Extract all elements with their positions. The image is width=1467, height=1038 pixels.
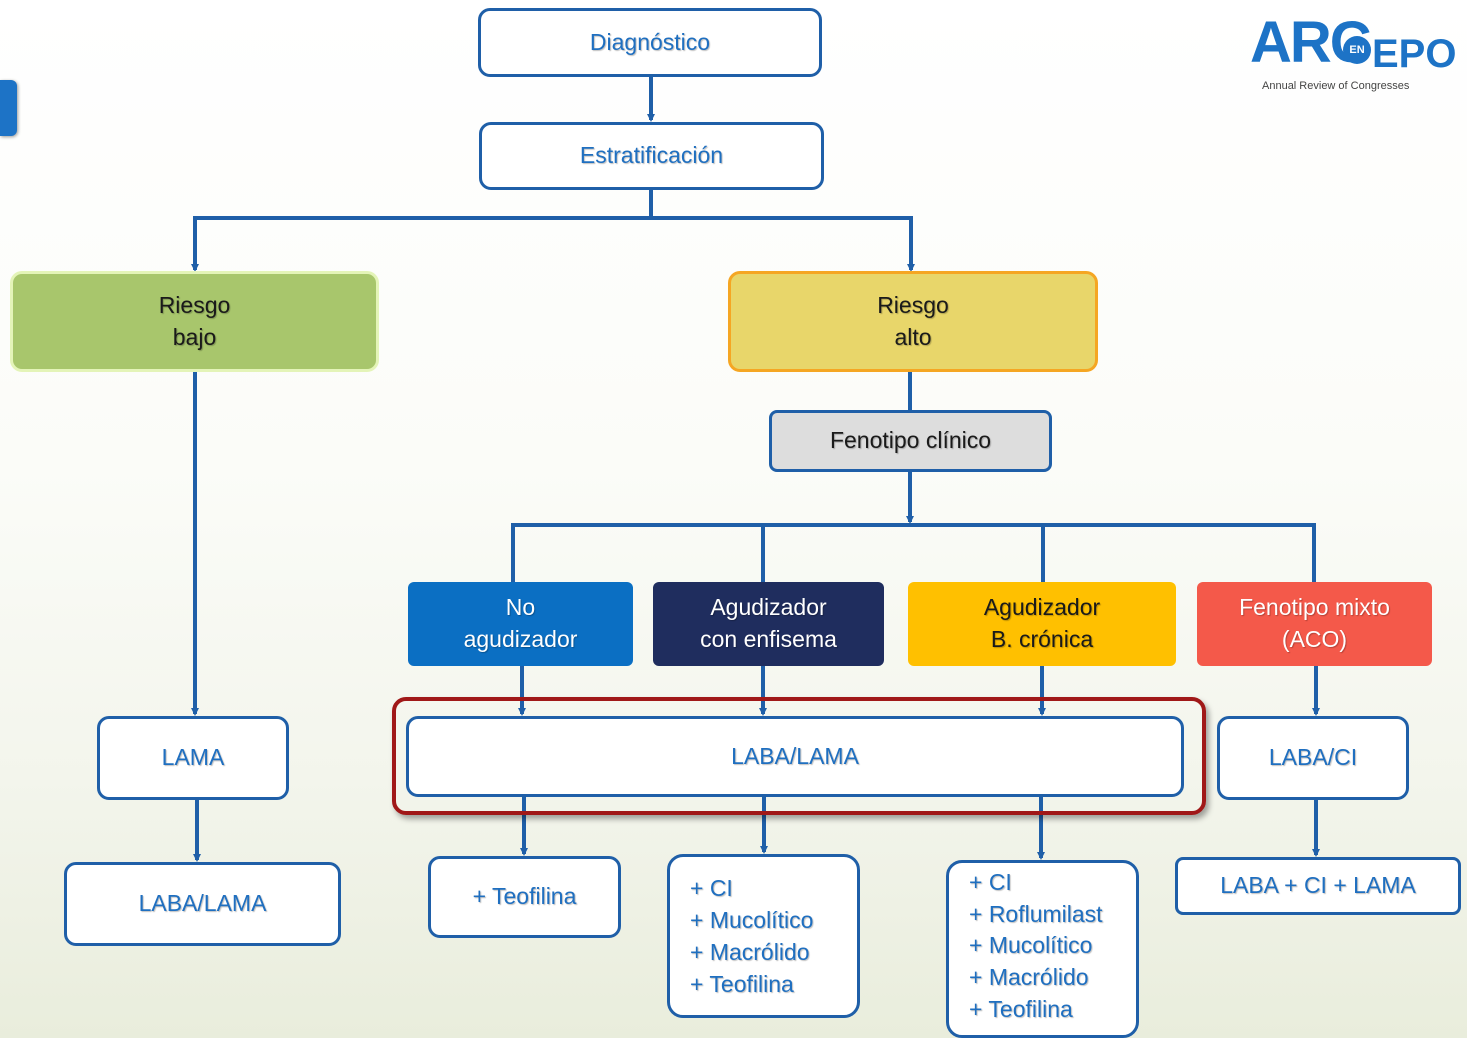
logo-epo-text: EPO xyxy=(1372,32,1457,76)
node-laba-ci-lama: LABA + CI + LAMA xyxy=(1175,857,1461,915)
node-bronquitis-addons: + CI + Roflumilast + Mucolítico + Macról… xyxy=(946,860,1139,1038)
node-estratificacion: Estratificación xyxy=(479,122,824,190)
node-no-agudizador: No agudizador xyxy=(408,582,633,666)
node-laba-ci: LABA/CI xyxy=(1217,716,1409,800)
node-agudizador-bronquitis: Agudizador B. crónica xyxy=(908,582,1176,666)
logo-en-badge: EN xyxy=(1343,36,1371,64)
node-fenotipo-mixto: Fenotipo mixto (ACO) xyxy=(1197,582,1432,666)
node-laba-lama-center: LABA/LAMA xyxy=(406,716,1184,797)
node-enfisema-addons: + CI + Mucolítico + Macrólido + Teofilin… xyxy=(667,854,860,1018)
branch-estrat xyxy=(193,188,913,220)
node-fenotipo-clinico: Fenotipo clínico xyxy=(769,410,1052,472)
node-teofilina: + Teofilina xyxy=(428,856,621,938)
branch-fenotipos xyxy=(511,523,1316,584)
node-laba-lama-left: LABA/LAMA xyxy=(64,862,341,946)
node-diagnostico: Diagnóstico xyxy=(478,8,822,77)
node-agudizador-enfisema: Agudizador con enfisema xyxy=(653,582,884,666)
node-riesgo-bajo: Riesgo bajo xyxy=(10,271,379,372)
highlight-frame xyxy=(392,697,1206,815)
side-tab xyxy=(0,80,17,136)
arc-en-epoc-logo: ARC EN EPO Annual Review of Congresses xyxy=(1250,18,1467,98)
logo-subtitle: Annual Review of Congresses xyxy=(1262,80,1410,92)
node-riesgo-alto: Riesgo alto xyxy=(728,271,1098,372)
node-lama: LAMA xyxy=(97,716,289,800)
